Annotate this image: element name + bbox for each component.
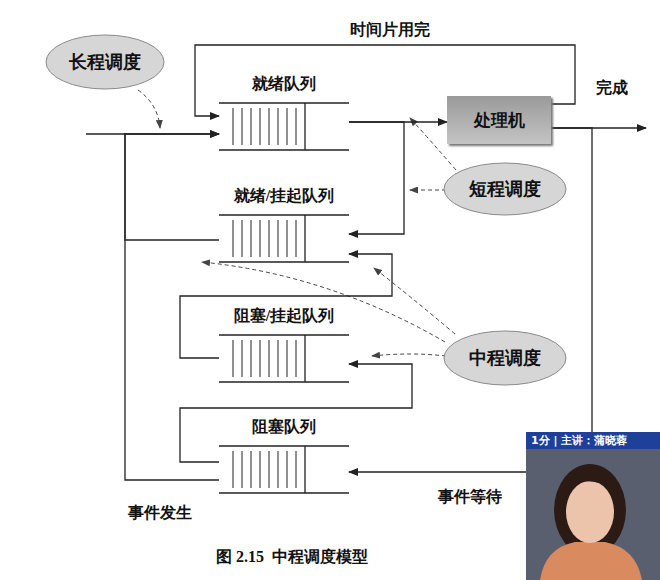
queue-slot: [242, 451, 243, 488]
queue-slot: [242, 340, 243, 377]
overlay-panel: [526, 432, 660, 580]
queue-slot: [287, 108, 288, 145]
video-caption: 1分 | 主讲：蒲晓蓉: [531, 434, 627, 448]
queue-slot: [278, 220, 279, 257]
queue-slot: [251, 340, 252, 377]
scheduler-leaders: [138, 90, 456, 356]
dashed-leader: [138, 90, 160, 128]
queue-end: [304, 446, 305, 493]
queue-slot: [251, 108, 252, 145]
overlay-bar: [526, 432, 660, 449]
ellipse-shape: [444, 163, 566, 215]
queue-end: [304, 103, 305, 150]
ellipse-shape: [444, 331, 566, 385]
dashed-leader: [410, 190, 446, 191]
queue-slot: [260, 451, 261, 488]
queue-slot: [242, 108, 243, 145]
queue-slot: [296, 220, 297, 257]
queue-slot: [296, 451, 297, 488]
queue-slot: [287, 340, 288, 377]
flow-arrow: [349, 122, 404, 234]
queue-slot: [269, 220, 270, 257]
arrival-line: [86, 133, 125, 134]
node-label: 中程调度: [469, 346, 541, 370]
flow-arrow: [125, 134, 219, 240]
node-label: 处理机: [474, 109, 525, 132]
queue-box: 就绪队列: [219, 73, 349, 151]
queue-slot: [269, 451, 270, 488]
scheduler-ellipse: 长程调度: [45, 34, 165, 90]
queue-slot: [242, 220, 243, 257]
figure-caption: 图 2.15 中程调度模型: [216, 546, 368, 568]
queue-label: 阻塞队列: [219, 416, 349, 438]
queue-slot: [251, 220, 252, 257]
dashed-leader: [202, 262, 445, 342]
queue-label: 阻塞/挂起队列: [219, 305, 349, 327]
edge-label: 时间片用完: [347, 20, 433, 40]
queue-slot: [233, 340, 234, 377]
presenter-fringe: [566, 476, 612, 500]
queue-slot: [287, 220, 288, 257]
flow-arrow: [180, 364, 412, 462]
dashed-leader: [374, 268, 455, 334]
queue-edge: [219, 102, 349, 103]
queue-slot: [296, 340, 297, 377]
queue-edge: [219, 261, 349, 262]
queue-slot: [260, 220, 261, 257]
queue-slot: [251, 451, 252, 488]
presenter-hair: [554, 464, 626, 556]
queue-slot: [260, 340, 261, 377]
queue-box: 就绪/挂起队列: [219, 185, 349, 263]
queue-edge: [219, 445, 349, 446]
queue-edge: [219, 334, 349, 335]
queue-slot: [233, 220, 234, 257]
queue-slot: [296, 108, 297, 145]
queue-slot: [278, 451, 279, 488]
queue-label: 就绪队列: [219, 73, 349, 95]
queue-slot: [233, 108, 234, 145]
overlay-background: [526, 449, 660, 580]
ellipse-shape: [46, 35, 164, 89]
queue-end: [304, 215, 305, 262]
queue-slot: [278, 108, 279, 145]
scheduler-ellipse: 短程调度: [443, 162, 567, 216]
queue-slot: [269, 108, 270, 145]
queue-edge: [219, 381, 349, 382]
queue-edge: [219, 492, 349, 493]
queue-edge: [219, 214, 349, 215]
edge-label: 事件等待: [435, 487, 505, 507]
flow-arrow: [125, 134, 219, 480]
edge-label: 事件发生: [125, 503, 195, 523]
queue-label: 就绪/挂起队列: [219, 185, 349, 207]
presenter-shirt: [540, 542, 642, 580]
flow-arrow: [349, 128, 592, 472]
queue-slot: [269, 340, 270, 377]
queue-slot: [233, 451, 234, 488]
processor-box: 处理机: [447, 96, 551, 144]
node-label: 短程调度: [469, 177, 541, 201]
node-label: 长程调度: [69, 50, 141, 74]
static-lines: [86, 128, 646, 134]
queue-slot: [260, 108, 261, 145]
queue-slot: [287, 451, 288, 488]
queue-box: 阻塞队列: [219, 416, 349, 494]
flow-arrow: [180, 254, 392, 358]
queue-end: [304, 335, 305, 382]
dashed-leader: [372, 354, 446, 356]
exit-label: 完成: [596, 78, 628, 98]
presenter-face: [566, 481, 614, 543]
queue-slot: [278, 340, 279, 377]
queue-box: 阻塞/挂起队列: [219, 305, 349, 383]
queue-edge: [219, 149, 349, 150]
scheduler-ellipse: 中程调度: [443, 330, 567, 386]
